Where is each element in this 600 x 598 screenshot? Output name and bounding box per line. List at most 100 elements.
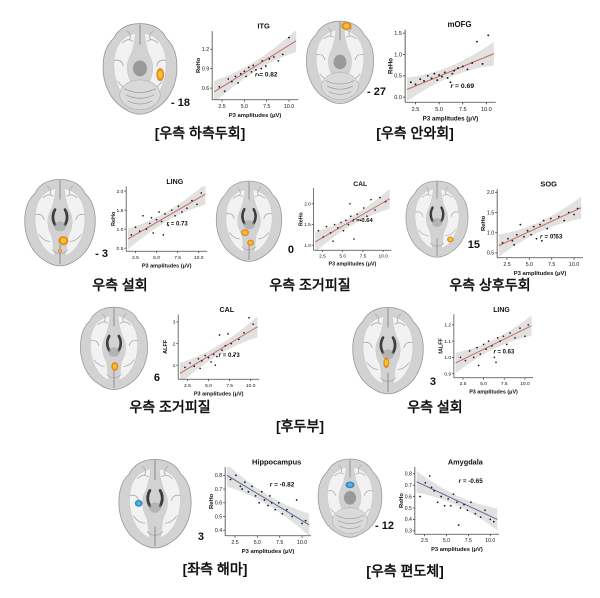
white-matter-left xyxy=(34,188,57,257)
caption-right-calcarine-2: 우측 조거피질 xyxy=(129,399,211,415)
x-tick-label: 10.0 xyxy=(569,262,579,268)
regression-line xyxy=(179,326,258,374)
x-tick-label: 7.5 xyxy=(263,104,270,110)
ventricle-left xyxy=(146,489,152,508)
ventricle-right xyxy=(117,334,123,352)
scatter-points xyxy=(317,196,387,242)
y-tick-label: 1 xyxy=(173,363,176,369)
brain-mofg: - 27 xyxy=(300,18,386,106)
slice-z-label: - 12 xyxy=(375,519,394,532)
plot-title: Amygdala xyxy=(448,457,484,466)
x-tick-label: 10.0 xyxy=(379,254,389,260)
activation-blob-core xyxy=(112,363,117,369)
brain-amygdala: - 12 xyxy=(312,456,394,540)
y-tick-label: 1.1 xyxy=(444,339,451,345)
ventricle-right xyxy=(252,207,257,225)
x-tick-label: 2.5 xyxy=(132,255,139,261)
y-tick-label: 3 xyxy=(173,320,176,326)
caption-right-lingual-2: 우측 설회 xyxy=(407,399,463,415)
y-axis-label: ReHo xyxy=(196,57,202,73)
activation-blob-core xyxy=(448,237,453,242)
x-tick-label: 7.5 xyxy=(276,540,283,546)
regression-line xyxy=(416,481,498,520)
x-tick-label: 5.0 xyxy=(526,262,533,268)
brain-slice-svg xyxy=(317,458,383,538)
plot-title: ITG xyxy=(257,22,270,31)
r-value: r = 0.64 xyxy=(352,218,373,224)
plot-title: CAL xyxy=(353,181,367,188)
slice-z-label: 6 xyxy=(153,372,160,384)
scatter-points xyxy=(409,34,490,86)
y-tick-label: 1.0 xyxy=(487,231,494,237)
x-axis-label: P3 amplitudes (μV) xyxy=(242,549,295,555)
y-tick-label: 0.7 xyxy=(405,483,412,489)
y-tick-label: 2 xyxy=(173,341,176,347)
white-matter-left xyxy=(362,316,385,385)
brain-slice-svg xyxy=(305,20,375,105)
x-tick-label: 2.5 xyxy=(412,107,420,113)
x-tick-label: 2.5 xyxy=(460,381,467,387)
brain-ling-reho: - 3 xyxy=(18,176,108,268)
regression-line xyxy=(314,198,390,243)
y-tick-label: 0.9 xyxy=(202,66,209,72)
thalamus xyxy=(431,217,443,227)
x-tick-label: 5.0 xyxy=(153,255,160,261)
activation-blob-core xyxy=(347,482,353,487)
y-tick-label: 0.9 xyxy=(444,371,451,377)
x-tick-label: 10.0 xyxy=(297,540,307,546)
x-axis-label: P3 amplitudes (μV) xyxy=(514,271,567,277)
y-tick-label: 0.7 xyxy=(215,487,222,493)
x-tick-label: 10.0 xyxy=(246,383,256,389)
ventricle-left xyxy=(105,334,111,352)
scatter-points xyxy=(501,207,579,246)
y-tick-label: 1.5 xyxy=(304,222,311,228)
regression-line xyxy=(406,53,495,90)
y-axis-label: ReHo xyxy=(399,493,405,508)
regression-line xyxy=(127,193,206,240)
slice-z-label: - 18 xyxy=(171,96,190,109)
x-tick-label: 5.0 xyxy=(205,383,212,389)
y-axis-label: ReHo xyxy=(387,58,394,74)
thalamus xyxy=(108,347,120,357)
caption-right-amygdala: [우측 편도체] xyxy=(366,563,444,579)
plot-title: Hippocampus xyxy=(252,458,301,467)
y-axis-label: ReHo xyxy=(299,211,305,226)
plot-title: SOG xyxy=(540,180,557,189)
slice-z-label: 0 xyxy=(287,243,294,256)
confidence-band xyxy=(213,31,297,100)
y-tick-label: 0.6 xyxy=(405,494,412,500)
y-tick-label: 0.0 xyxy=(394,95,402,101)
activation-blob-core xyxy=(343,23,350,29)
slice-z-label: - 27 xyxy=(367,86,386,98)
x-tick-label: 7.5 xyxy=(548,262,555,268)
x-axis-label: P3 amplitudes (μV) xyxy=(469,390,518,396)
slice-z-label: 3 xyxy=(197,530,204,543)
y-tick-label: 0.8 xyxy=(405,472,412,478)
y-tick-label: 0.8 xyxy=(215,473,222,479)
y-tick-label: 0.5 xyxy=(215,514,222,520)
white-matter-right xyxy=(159,468,181,539)
activation-blob-core xyxy=(136,501,141,506)
scatter-points xyxy=(184,316,255,370)
white-matter-right xyxy=(391,316,414,385)
thalamus xyxy=(54,221,66,232)
y-tick-label: 0.6 xyxy=(215,501,222,507)
thalamus xyxy=(243,220,255,230)
caption-right-sog: 우측 상후두회 xyxy=(449,277,531,293)
white-matter-right xyxy=(440,188,460,249)
y-axis-label: ReHo xyxy=(481,215,487,231)
plot-title: LING xyxy=(166,179,183,186)
scatter-points xyxy=(130,192,203,236)
